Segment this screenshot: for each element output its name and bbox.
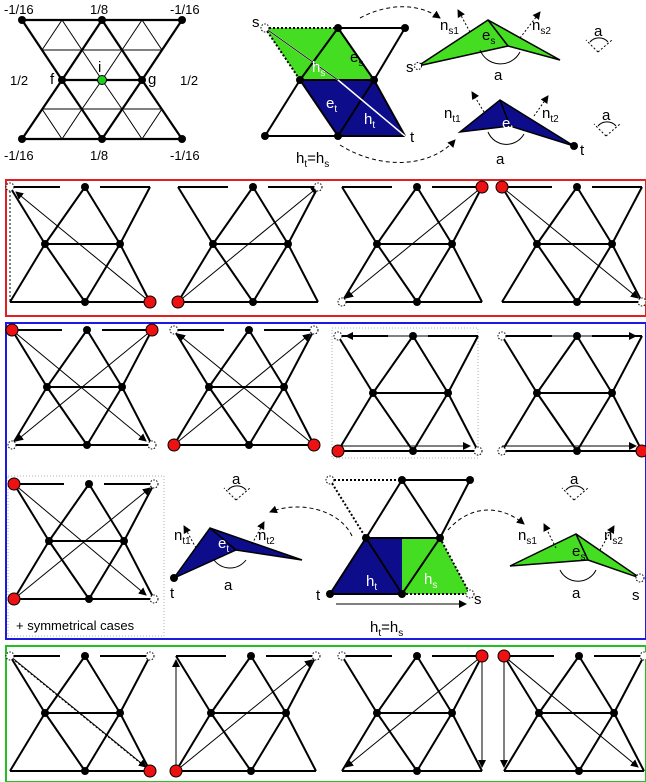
label-a-glyph-1: a (594, 23, 603, 40)
weight-right: 1/2 (180, 73, 198, 88)
label-t-wing-mid: t (170, 585, 175, 602)
green-case-1 (5, 651, 157, 778)
label-e-t-top: et (326, 95, 337, 115)
navy-wing-mid: t et nt1 nt2 a (170, 521, 303, 602)
label-h-t-mid: ht (366, 573, 377, 593)
label-a-glyph-3: a (232, 471, 241, 488)
label-s-wing-top: s (406, 59, 414, 76)
navy-wing-top: t et nt1 nt2 a (444, 91, 585, 168)
center-node (97, 75, 107, 85)
label-s-wing-mid: s (632, 587, 640, 604)
label-t-mid: t (316, 587, 321, 604)
label-e-s-wing-mid: es (572, 543, 585, 563)
red-case-4 (495, 180, 646, 307)
weight-bottom-left: -1/16 (4, 148, 34, 163)
label-h-t-top: ht (364, 111, 375, 131)
green-case-4 (497, 649, 646, 776)
label-e-t-wing-mid: et (218, 535, 229, 555)
weight-top-right: -1/16 (170, 2, 200, 17)
blue-case-2 (167, 325, 321, 452)
weight-left: 1/2 (10, 73, 28, 88)
angle-glyph-mid-1: a (223, 471, 251, 501)
label-i: i (98, 59, 101, 76)
weight-top-left: -1/16 (4, 2, 34, 17)
label-t-top: t (410, 129, 415, 146)
center-bottom-mesh: t s ht hs ht=hs (269, 475, 525, 639)
blue-frame (5, 322, 646, 640)
stencil-diagram: -1/16 1/8 -1/16 1/2 1/2 -1/16 1/8 -1/16 … (4, 2, 200, 163)
label-t-wing-top: t (580, 142, 585, 159)
red-frame (5, 179, 646, 317)
label-n-s2-mid: ns2 (604, 527, 623, 547)
label-a-glyph-2: a (602, 107, 611, 124)
label-a-wing-mid: a (224, 577, 233, 594)
angle-glyph-top-1: a (585, 23, 613, 53)
center-top-mesh: s t hs es et ht ht=hs (252, 6, 456, 170)
weight-bottom-right: -1/16 (170, 148, 200, 163)
case-box-3 (331, 327, 479, 459)
red-case-3 (337, 180, 489, 307)
equation-top: ht=hs (296, 150, 329, 170)
label-e-s-top: es (350, 49, 363, 69)
green-case-2 (169, 651, 321, 778)
label-n-t1: nt1 (444, 105, 461, 125)
label-a-glyph-4: a (570, 471, 579, 488)
label-h-s-top: hs (312, 59, 325, 79)
weight-top-mid: 1/8 (90, 2, 108, 17)
blue-case-3 (331, 331, 483, 458)
label-s-mid: s (474, 591, 482, 608)
label-g: g (148, 71, 156, 88)
green-wing-top: s es ns1 ns2 a (406, 9, 561, 84)
red-case-2 (171, 182, 323, 309)
label-n-t1-mid: nt1 (174, 527, 191, 547)
blue-case-4 (497, 331, 646, 458)
equation-mid: ht=hs (370, 619, 403, 639)
angle-glyph-mid-2: a (561, 471, 589, 501)
green-frame (5, 645, 646, 782)
weight-bottom-mid: 1/8 (90, 148, 108, 163)
red-case-1 (5, 182, 157, 309)
green-case-3 (337, 649, 489, 776)
note-symmetrical-cases: + symmetrical cases (16, 618, 135, 633)
label-a-wing-top-2: a (496, 151, 505, 168)
label-n-t2-mid: nt2 (258, 527, 275, 547)
label-f: f (50, 71, 55, 88)
label-a-wing-mid-2: a (572, 585, 581, 602)
blue-case-1 (5, 323, 159, 450)
label-n-s1-mid: ns1 (518, 527, 537, 547)
label-e-t-wing-top: et (502, 115, 513, 135)
label-e-s-wing-top: es (482, 27, 495, 47)
label-n-s1: ns1 (440, 17, 459, 37)
label-a-wing-top: a (494, 67, 503, 84)
label-h-s-mid: hs (424, 571, 437, 591)
label-n-t2: nt2 (542, 105, 559, 125)
label-s-top: s (252, 14, 260, 31)
green-wing-mid: s es ns1 ns2 a (509, 523, 645, 604)
angle-glyph-top-2: a (593, 107, 621, 137)
label-n-s2: ns2 (532, 17, 551, 37)
blue-case-5: + symmetrical cases (7, 477, 159, 633)
case-box-5 (7, 475, 165, 637)
